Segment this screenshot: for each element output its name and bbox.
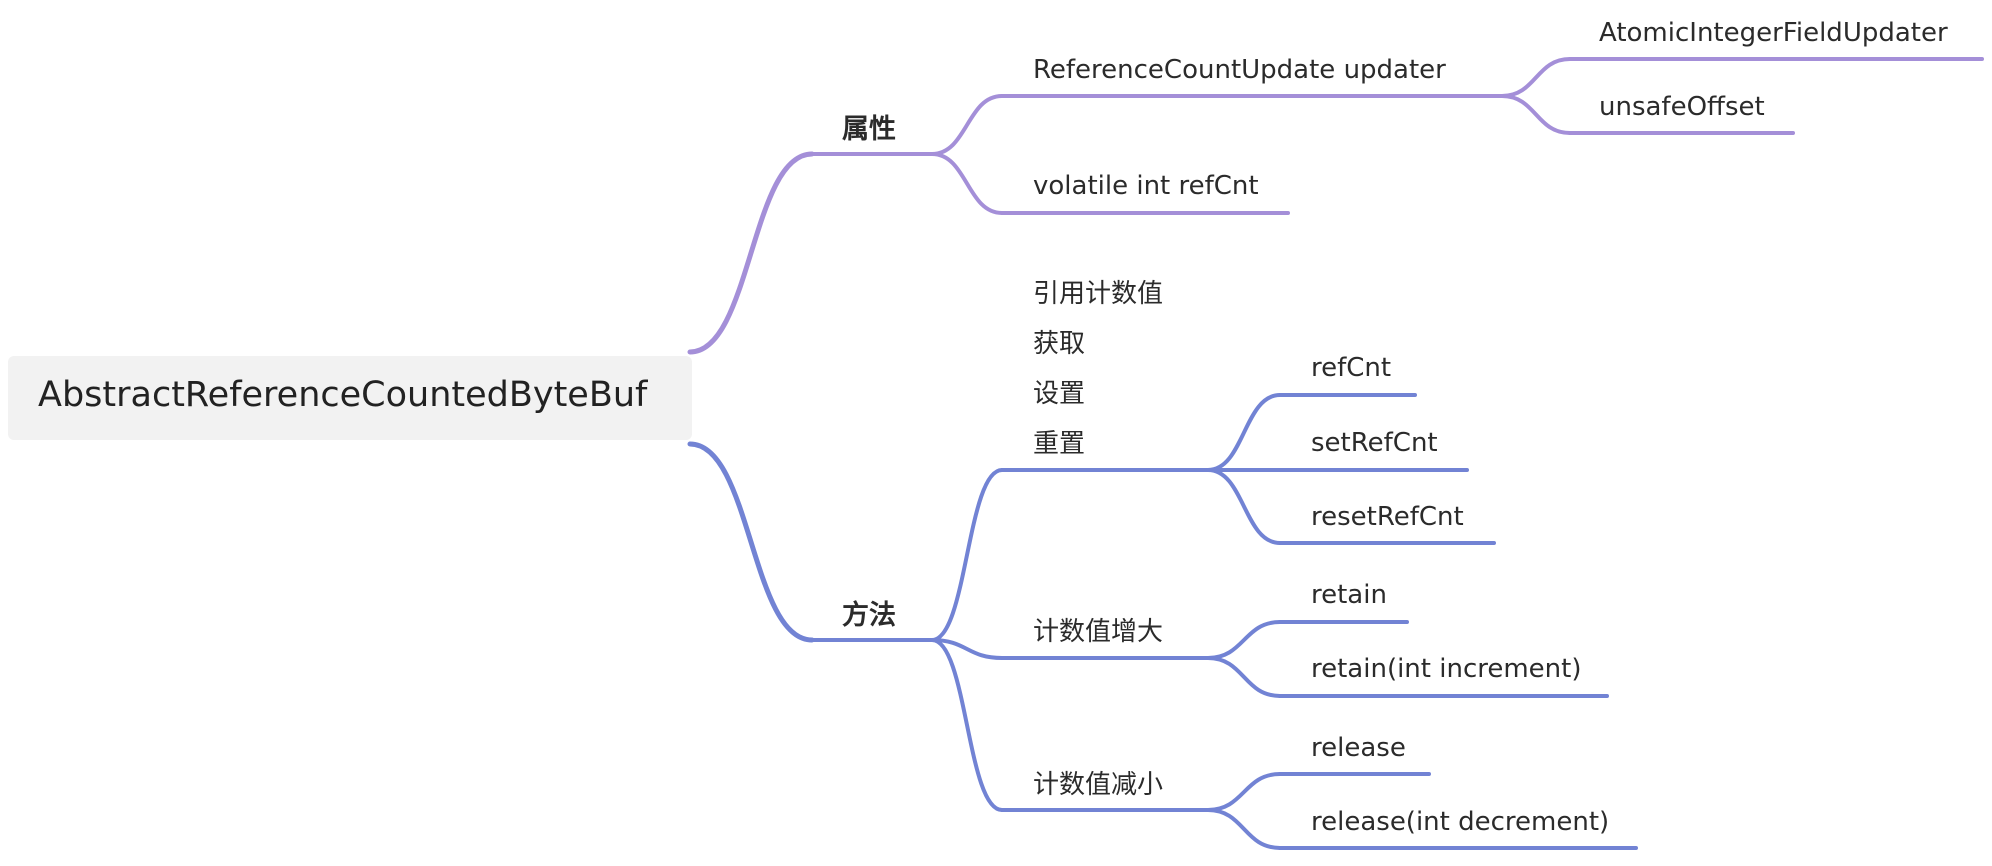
node-unsafe-offset[interactable]: unsafeOffset	[1599, 92, 1765, 122]
node-methods[interactable]: 方法	[842, 599, 896, 631]
edge-attr-refcnt	[930, 152, 1004, 215]
edge-decrease-release-int	[1206, 808, 1282, 850]
node-refcnt[interactable]: refCnt	[1311, 353, 1391, 383]
edge-methods-increase	[930, 638, 1004, 660]
edge-decrease-release	[1206, 772, 1282, 812]
node-attributes[interactable]: 属性	[842, 114, 896, 145]
node-count-decrease[interactable]: 计数值减小	[1033, 770, 1163, 800]
root-node-label: AbstractReferenceCountedByteBuf	[38, 375, 648, 415]
edge-group-refcnt	[1206, 393, 1282, 472]
node-retain[interactable]: retain	[1311, 580, 1387, 610]
node-release-int-decrement[interactable]: release(int decrement)	[1311, 807, 1609, 837]
node-setrefcnt[interactable]: setRefCnt	[1311, 428, 1438, 458]
node-reference-count-update-updater[interactable]: ReferenceCountUpdate updater	[1033, 55, 1446, 85]
node-atomic-integer-field-updater[interactable]: AtomicIntegerFieldUpdater	[1599, 18, 1948, 48]
edge-increase-retain-int	[1206, 656, 1282, 698]
node-count-increase[interactable]: 计数值增大	[1033, 617, 1163, 647]
edge-root-attributes	[687, 151, 815, 355]
edge-root-methods	[687, 441, 815, 643]
edge-group-resetrefcnt	[1206, 468, 1282, 545]
node-volatile-int-refcnt[interactable]: volatile int refCnt	[1033, 171, 1259, 201]
edge-methods-decrease	[930, 638, 1004, 812]
node-refcount-get-set-reset[interactable]: 引用计数值获取设置重置	[1033, 279, 1163, 459]
edge-updater-unsafe	[1500, 94, 1572, 135]
node-resetrefcnt[interactable]: resetRefCnt	[1311, 502, 1464, 532]
root-node[interactable]	[8, 356, 692, 440]
edge-methods-refcount	[930, 468, 1004, 642]
edge-increase-retain	[1206, 620, 1282, 660]
node-retain-int-increment[interactable]: retain(int increment)	[1311, 654, 1582, 684]
edge-attr-updater	[930, 94, 1004, 156]
node-release[interactable]: release	[1311, 733, 1406, 763]
edge-updater-atomic	[1500, 57, 1572, 98]
